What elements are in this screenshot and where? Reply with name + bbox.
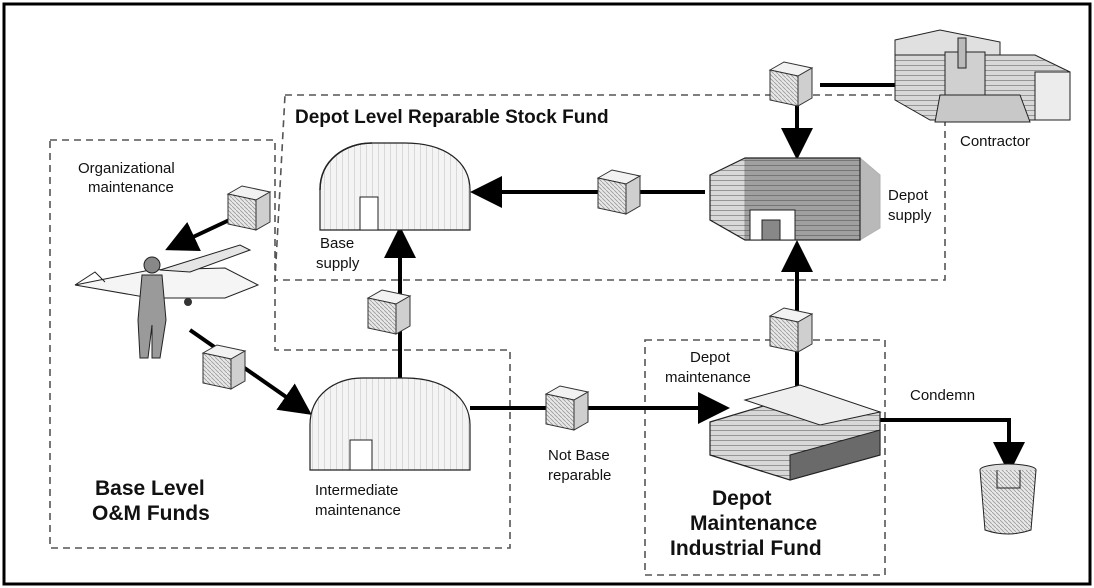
part-crate-icon <box>545 385 589 431</box>
part-crate-icon <box>769 307 813 353</box>
not-base-reparable-line1: Not Base <box>548 447 610 464</box>
org-maint-label-line2: maintenance <box>88 179 174 196</box>
base-supply-label-line2: supply <box>316 255 360 272</box>
org-maint-label-line1: Organizational <box>78 160 175 177</box>
aircraft-icon <box>74 244 260 306</box>
depot-supply-label-line1: Depot <box>888 187 929 204</box>
base-supply-label-line1: Base <box>320 235 354 252</box>
inter-maint-label-line2: maintenance <box>315 502 401 519</box>
not-base-reparable-line2: reparable <box>548 467 611 484</box>
condemn-bin-icon <box>979 463 1037 535</box>
part-crate-icon <box>769 61 813 107</box>
depot-supply-label-line2: supply <box>888 207 932 224</box>
depot-maint-label-line1: Depot <box>690 349 731 366</box>
depot-maint-zone <box>644 339 886 576</box>
condemn-label: Condemn <box>910 387 975 404</box>
dlr-fund-zone <box>274 94 946 281</box>
contractor-label: Contractor <box>960 133 1030 150</box>
depot-supply-building-icon <box>709 157 881 241</box>
base-supply-hangar-icon <box>319 142 471 231</box>
dmif-title-line2: Maintenance <box>690 512 817 535</box>
arrow-org-to-inter <box>188 328 312 415</box>
part-crate-icon <box>227 185 271 231</box>
inter-maint-label-line1: Intermediate <box>315 482 398 499</box>
base-level-title-line1: Base Level <box>95 477 205 500</box>
base-level-title-line2: O&M Funds <box>92 502 210 525</box>
depot-maint-facility-icon <box>709 384 882 481</box>
part-crate-icon <box>367 289 411 335</box>
depot-maint-label-line2: maintenance <box>665 369 751 386</box>
part-crate-icon <box>202 344 246 390</box>
intermediate-maint-hangar-icon <box>309 377 471 471</box>
dmif-title-line3: Industrial Fund <box>670 537 822 560</box>
dlr-fund-title: Depot Level Reparable Stock Fund <box>295 107 609 128</box>
contractor-factory-icon <box>894 29 1071 123</box>
airman-icon <box>137 256 167 359</box>
dmif-title-line1: Depot <box>712 487 772 510</box>
arrow-condemn <box>880 418 1025 474</box>
part-crate-icon <box>597 169 641 215</box>
